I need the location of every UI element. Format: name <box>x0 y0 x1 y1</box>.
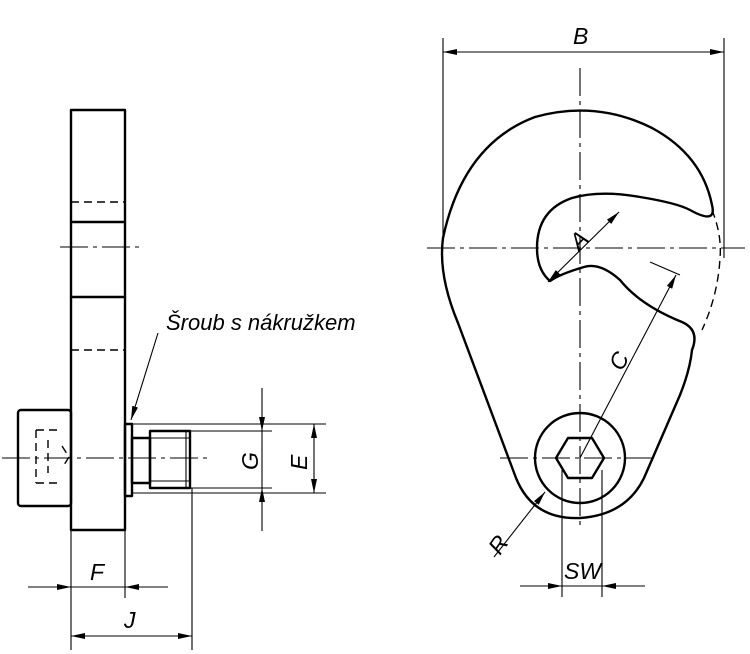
dimension-f: F <box>28 530 168 650</box>
dimension-b: B <box>442 23 725 258</box>
dimension-r: R <box>483 491 546 559</box>
label-e: E <box>286 454 312 470</box>
label-f: F <box>90 559 106 585</box>
label-r: R <box>483 530 514 559</box>
note-leader <box>130 332 159 421</box>
label-a: A <box>563 225 594 256</box>
note-label: Šroub s nákružkem <box>166 310 356 335</box>
side-view <box>2 108 212 532</box>
label-j: J <box>123 607 136 633</box>
dimension-j: J <box>71 488 193 650</box>
label-b: B <box>573 23 588 49</box>
shaft <box>130 436 152 485</box>
label-g: G <box>237 452 263 470</box>
dimension-g: G <box>190 388 272 531</box>
dimension-sw: SW <box>520 470 645 597</box>
label-c: C <box>603 347 634 374</box>
threaded-stud <box>148 429 192 490</box>
plate-outline <box>69 108 127 532</box>
dimension-e: E <box>132 423 326 494</box>
cam-hidden-arc <box>701 209 722 331</box>
cam-outline <box>440 109 714 520</box>
front-view <box>427 68 745 525</box>
socket-tip <box>61 445 70 469</box>
label-sw: SW <box>564 558 603 584</box>
